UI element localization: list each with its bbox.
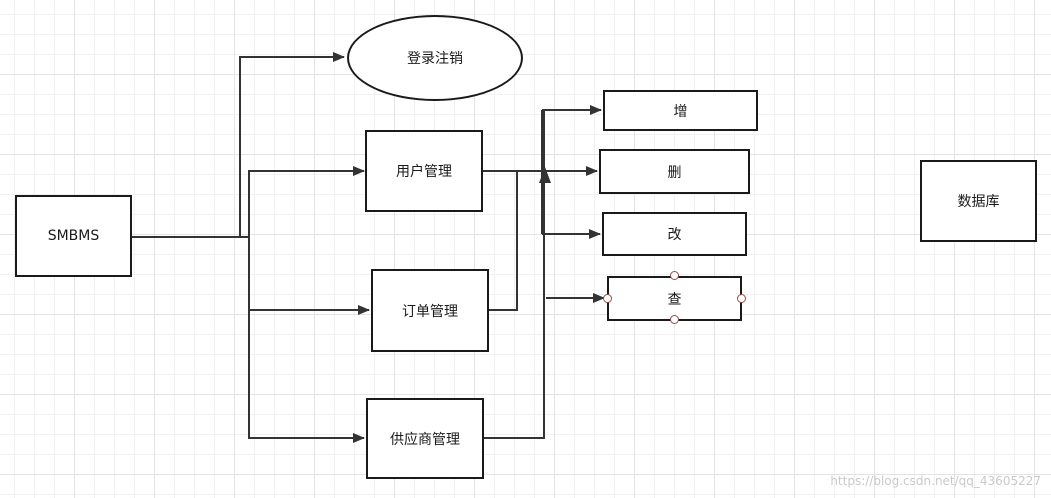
update-label: 改	[667, 227, 682, 243]
resize-handle-left[interactable]	[603, 294, 612, 303]
resize-handle-bottom[interactable]	[670, 315, 679, 324]
add-label: 增	[673, 103, 688, 120]
supplier-management-label: 供应商管理	[390, 431, 460, 448]
smbms-label: SMBMS	[47, 228, 100, 244]
query-label: 查	[667, 291, 682, 308]
edge-smbms-login	[239, 52, 345, 237]
database-label: 数据库	[957, 194, 1000, 210]
database-node[interactable]: 数据库	[920, 160, 1037, 242]
delete-label: 删	[667, 164, 682, 181]
edge-smbms-user	[248, 166, 365, 237]
update-node[interactable]: 改	[602, 212, 747, 256]
login-logout-label: 登录注销	[407, 51, 463, 67]
edge-supplier-bus	[483, 172, 545, 439]
supplier-management-node[interactable]: 供应商管理	[366, 398, 484, 479]
order-management-node[interactable]: 订单管理	[371, 269, 489, 352]
edge-order-bus	[488, 170, 544, 311]
add-node[interactable]: 增	[603, 90, 758, 131]
watermark-text: https://blog.csdn.net/qq_43605227	[830, 474, 1041, 488]
user-management-label: 用户管理	[396, 164, 452, 180]
delete-node[interactable]: 删	[599, 149, 750, 194]
edge-smbms-order	[248, 237, 370, 315]
resize-handle-right[interactable]	[737, 294, 746, 303]
login-logout-node[interactable]: 登录注销	[347, 15, 523, 101]
order-management-label: 订单管理	[402, 303, 458, 320]
user-management-node[interactable]: 用户管理	[365, 130, 483, 212]
edge-smbms-supplier	[248, 237, 365, 443]
smbms-node[interactable]: SMBMS	[15, 195, 132, 277]
junction-arrowhead	[539, 167, 551, 183]
resize-handle-top[interactable]	[670, 271, 679, 280]
